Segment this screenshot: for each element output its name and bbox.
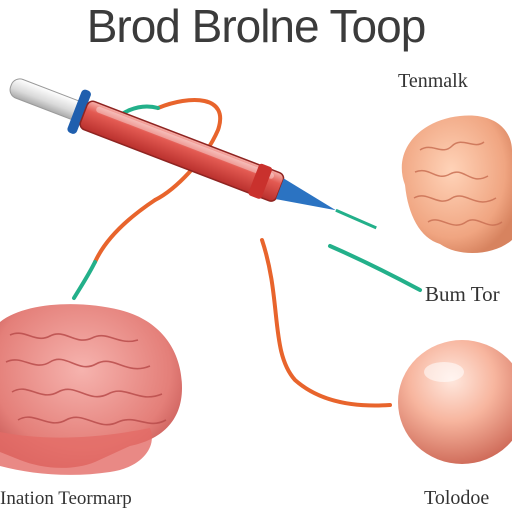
connector-line-orange-down bbox=[260, 238, 392, 408]
connector-line-green-left bbox=[72, 260, 97, 300]
diagram-title: Brod Brolne Toop bbox=[86, 0, 427, 52]
brain-right-icon bbox=[401, 115, 512, 254]
label-mid-right: Bum Tor bbox=[425, 282, 500, 306]
connector-line-orange-top bbox=[153, 98, 223, 202]
connector-line-green-right bbox=[328, 244, 422, 292]
brain-left-icon bbox=[0, 304, 182, 475]
organ-blob-icon bbox=[398, 340, 512, 464]
label-bottom-left: Ination Teormarp bbox=[0, 488, 132, 509]
label-top-right: Tenmalk bbox=[398, 70, 468, 92]
label-bottom-right: Tolodoe bbox=[424, 487, 490, 509]
connector-line-orange-left bbox=[93, 198, 157, 264]
syringe-icon bbox=[9, 78, 377, 230]
